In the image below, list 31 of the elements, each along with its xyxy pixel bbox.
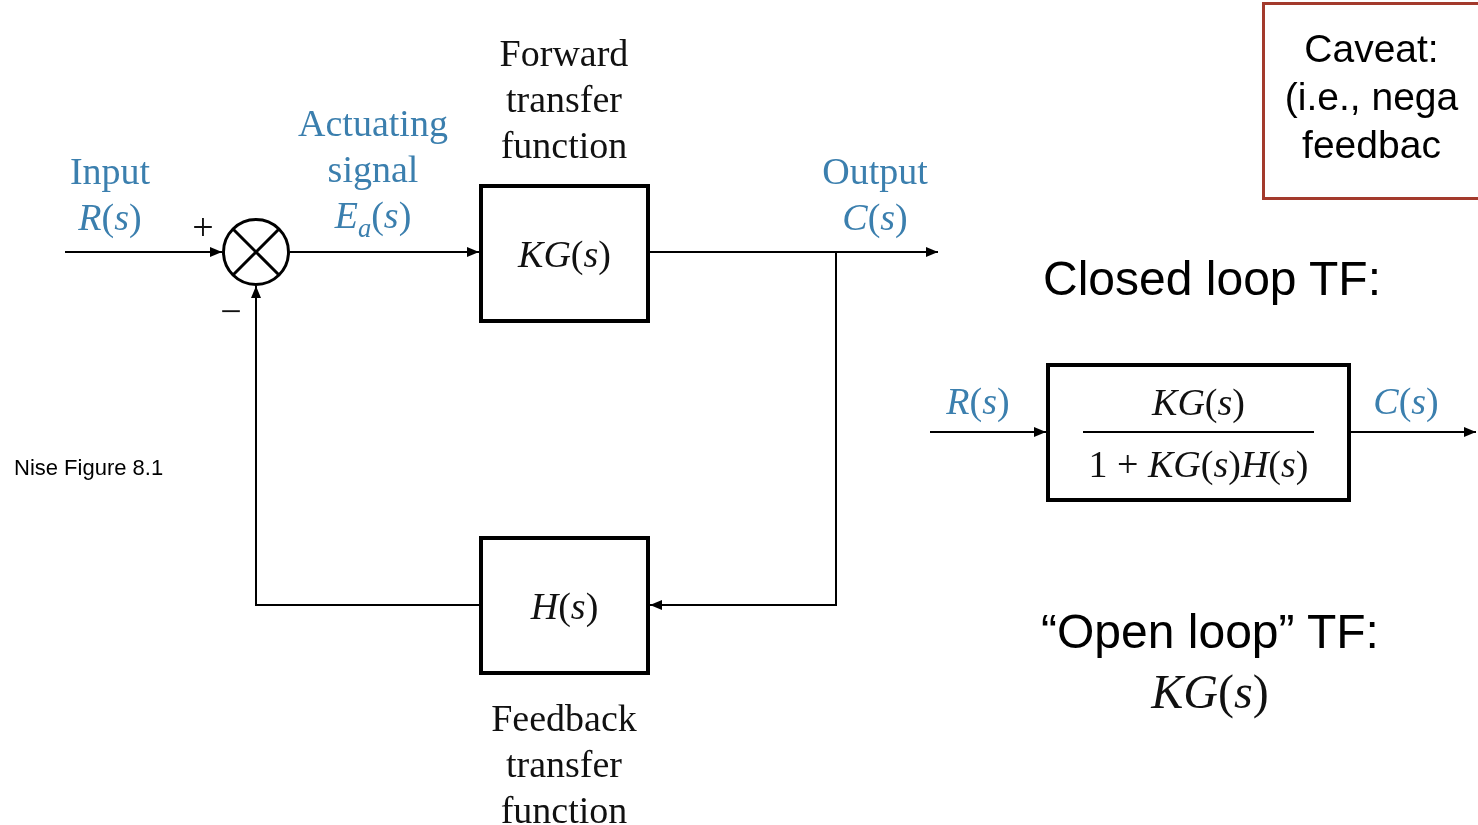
minus-sign: − [219,289,243,324]
block-caption: Feedback transfer function [490,696,638,825]
arrow [251,285,480,606]
summing-junction [222,218,290,286]
transfer-function-block [1046,363,1351,502]
arrow [929,427,1047,437]
signal-label: Input R(s) [68,149,152,240]
block-label: H(s) [530,583,599,629]
arrow [289,247,480,257]
figure-caption: Nise Figure 8.1 [14,455,165,482]
arrow [649,251,837,610]
signal-label: R(s) [945,379,1011,424]
block [479,536,650,675]
block-caption: Forward transfer function [498,31,630,168]
arrow [64,247,223,257]
note-box [1262,2,1478,200]
signal-label: Actuating signal E$_{a}$(s) [297,101,449,245]
heading: Closed loop TF: [1042,251,1382,307]
heading: “Open loop” TF: [1040,604,1380,660]
numerator: KG(s) [1152,379,1245,425]
block [479,184,650,323]
arrow [1350,427,1477,437]
signal-label: C(s) [1372,379,1440,424]
signal-label: Output C(s) [821,149,929,240]
note-text: (i.e., nega [1284,74,1459,120]
formula: KG(s) [1149,664,1270,721]
note-text: feedbac [1302,122,1441,168]
denominator: 1 + KG(s)H(s) [1082,430,1315,487]
block-label: KG(s) [518,231,611,277]
note-text: Caveat: [1304,26,1439,72]
plus-sign: + [191,205,215,240]
